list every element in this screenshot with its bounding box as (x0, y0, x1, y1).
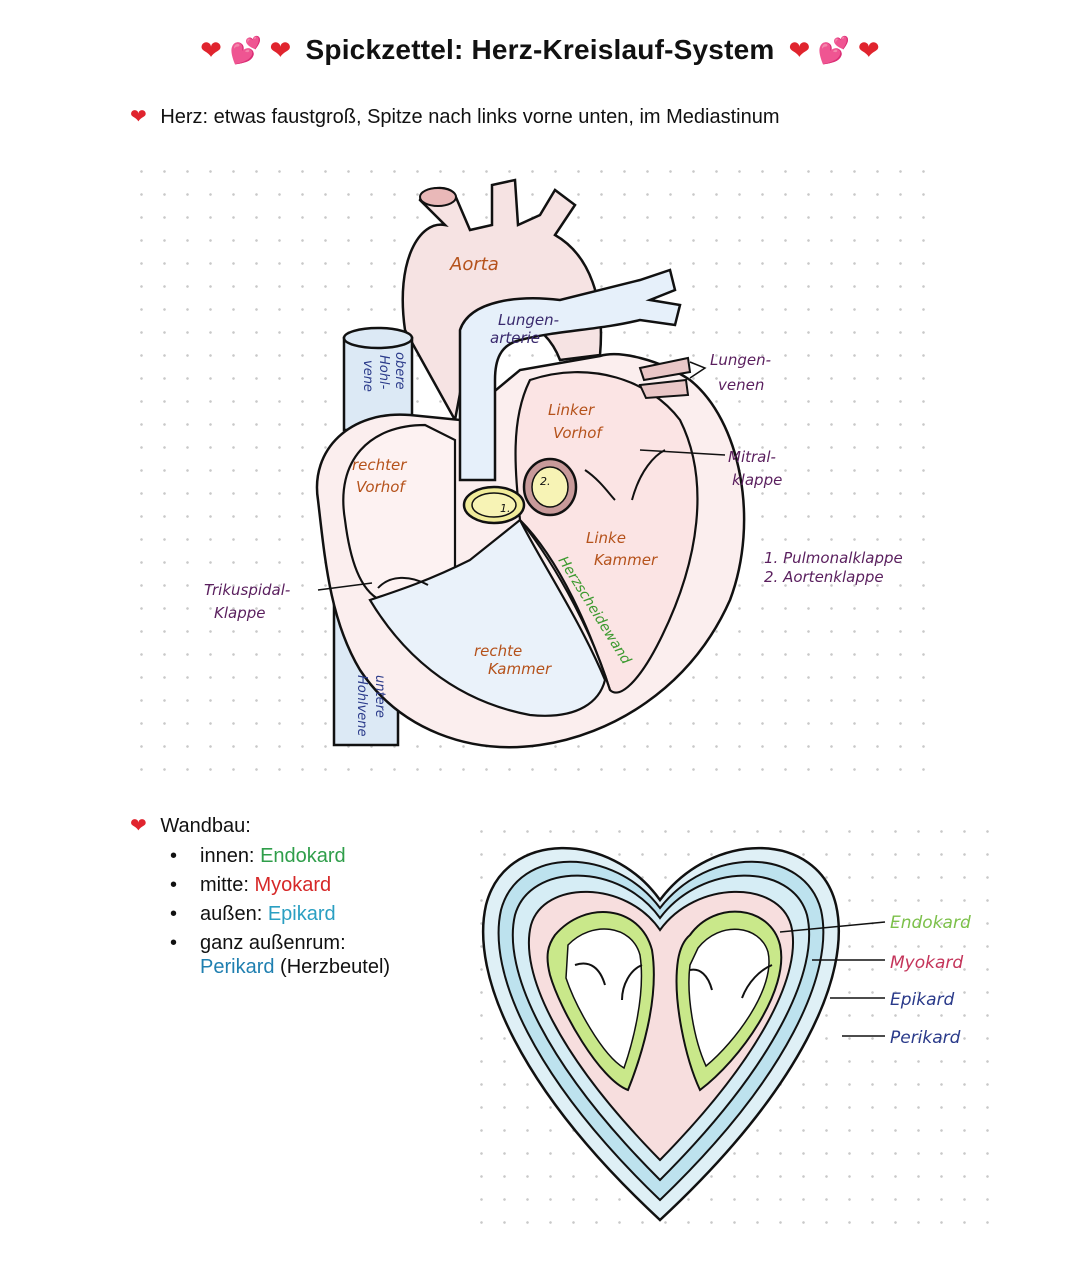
heart-icon: ❤ (130, 106, 147, 128)
label-linker-vorhof: Vorhof (553, 424, 604, 442)
heart-icon: ❤ 💕 ❤ (788, 35, 880, 65)
intro-text: Herz: etwas faustgroß, Spitze nach links… (160, 106, 780, 128)
aorta-opening (419, 187, 457, 207)
label-untere-hohlvene: untere (372, 675, 387, 718)
label-rechte-kammer: Kammer (488, 660, 552, 678)
wandbau-list: innen: Endokard mitte: Myokard außen: Ep… (170, 844, 390, 979)
page-title: ❤ 💕 ❤ Spickzettel: Herz-Kreislauf-System… (0, 34, 1080, 66)
label-lungenarterie: arterie (490, 329, 540, 347)
label-epikard: Epikard (890, 990, 955, 1010)
label-trikuspidalklappe: Klappe (214, 604, 265, 622)
label-obere-hohlvene: vene (360, 360, 375, 392)
heart-icon: ❤ (130, 815, 147, 837)
label-rechter-vorhof: rechter (352, 456, 407, 474)
title-text: Spickzettel: Herz-Kreislauf-System (305, 34, 775, 65)
label-linke-kammer: Kammer (594, 551, 658, 569)
label-lungenvenen: venen (718, 376, 764, 394)
label-obere-hohlvene: Hohl- (376, 355, 391, 390)
wandbau-section: ❤ Wandbau: innen: Endokard mitte: Myokar… (130, 813, 390, 984)
label-perikard: Perikard (890, 1028, 961, 1048)
label-aorta: Aorta (449, 254, 499, 275)
label-untere-hohlvene: Hohlvene (354, 675, 369, 737)
wandbau-heading: ❤ Wandbau: (130, 815, 251, 837)
legend-pulmonalklappe: 1. Pulmonalklappe (764, 549, 903, 567)
list-item: innen: Endokard (170, 844, 390, 868)
label-linker-vorhof: Linker (548, 401, 595, 419)
label-lungenvenen: Lungen- (710, 351, 771, 369)
label-linke-kammer: Linke (586, 529, 626, 547)
label-rechter-vorhof: Vorhof (356, 478, 407, 496)
label-myokard: Myokard (890, 953, 963, 973)
label-lungenarterie: Lungen- (498, 311, 559, 329)
label-rechte-kammer: rechte (474, 642, 522, 660)
list-item: ganz außenrum: Perikard (Herzbeutel) (170, 931, 390, 979)
label-valve-2: 2. (540, 475, 551, 488)
pulmonary-artery (458, 268, 682, 482)
label-mitralklappe: klappe (732, 471, 782, 489)
wall-layers-diagram: Endokard Myokard Epikard Perikard (481, 846, 971, 1222)
heart-icon: ❤ 💕 ❤ (200, 35, 292, 65)
label-valve-1: 1. (500, 502, 511, 515)
label-trikuspidalklappe: Trikuspidal- (204, 581, 290, 599)
list-item: außen: Epikard (170, 902, 390, 926)
label-obere-hohlvene: obere (392, 352, 407, 390)
legend-aortenklappe: 2. Aortenklappe (764, 568, 884, 586)
pulmonary-veins (638, 356, 692, 400)
list-item: mitte: Myokard (170, 873, 390, 897)
label-mitralklappe: Mitral- (728, 448, 776, 466)
intro-line: ❤ Herz: etwas faustgroß, Spitze nach lin… (130, 104, 780, 129)
label-endokard: Endokard (890, 913, 971, 933)
